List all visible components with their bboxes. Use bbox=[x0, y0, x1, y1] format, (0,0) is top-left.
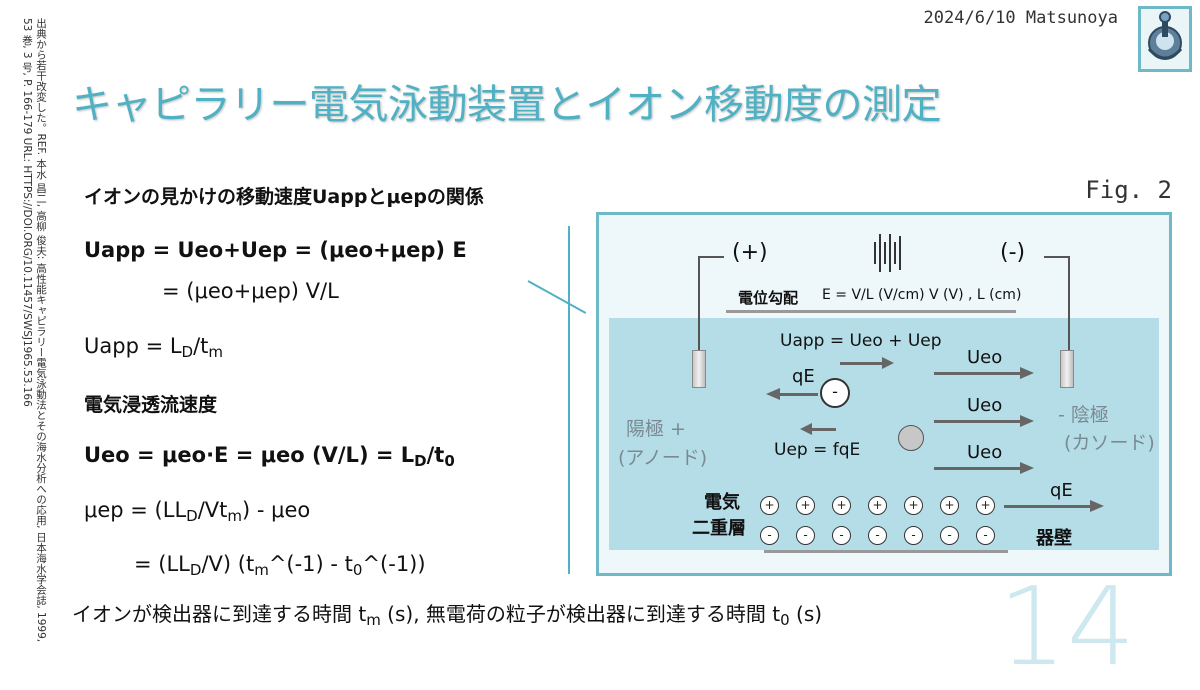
eq5-sub2: m bbox=[227, 507, 243, 525]
positive-charge: + bbox=[760, 496, 779, 515]
uep-arrow-head bbox=[800, 423, 812, 435]
equation-mu-ep-times: = (LLD/V) (tm^(-1) - t0^(-1)) bbox=[134, 552, 426, 579]
cathode-electrode bbox=[1060, 350, 1074, 388]
footer-post: (s) bbox=[789, 602, 823, 626]
qe-left-arrow-head bbox=[766, 388, 780, 400]
length-scale-bar bbox=[726, 310, 1016, 313]
anode-sublabel: (アノード) bbox=[618, 447, 708, 469]
heading-eof-velocity: 電気浸透流速度 bbox=[84, 394, 218, 416]
uapp-arrow-head bbox=[882, 357, 894, 369]
negative-charge: - bbox=[940, 526, 959, 545]
anode-wire-v bbox=[698, 256, 700, 352]
heading-velocity-relation: イオンの見かけの移動速度Uappとμepの関係 bbox=[84, 186, 484, 208]
eq3-sub1: D bbox=[181, 343, 194, 361]
eq4-pre: Ueo = μeo·E = μeo (V/L) = L bbox=[84, 443, 415, 467]
footer-note: イオンが検出器に到達する時間 tm (s), 無電荷の粒子が検出器に到達する時間… bbox=[72, 598, 822, 629]
anchor-mascot-icon bbox=[1138, 6, 1192, 72]
qe-right-arrow-line bbox=[1004, 505, 1092, 508]
eq6-mid: /V) (t bbox=[201, 552, 255, 576]
power-supply-icon bbox=[872, 232, 902, 274]
positive-charge: + bbox=[940, 496, 959, 515]
eq5-pre: μep = (LL bbox=[84, 498, 187, 522]
negative-charge: - bbox=[868, 526, 887, 545]
cathode-wire-v bbox=[1068, 256, 1070, 352]
footer-sub2: 0 bbox=[780, 611, 790, 629]
qe-right-label: qE bbox=[1050, 480, 1073, 501]
equation-uapp-vl: = (μeo+μep) V/L bbox=[162, 279, 339, 303]
eq4-sub2: 0 bbox=[444, 452, 455, 470]
negative-charge: - bbox=[904, 526, 923, 545]
ueo-label-2: Ueo bbox=[967, 395, 1003, 416]
eq3-mid: /t bbox=[193, 334, 209, 358]
eq6-sub3: 0 bbox=[352, 561, 363, 579]
wall-label: 器壁 bbox=[1036, 528, 1072, 549]
neutral-particle bbox=[898, 425, 924, 451]
eq6-sub2: m bbox=[254, 561, 269, 579]
eq3-sub2: m bbox=[208, 343, 224, 361]
eq5-sub1: D bbox=[186, 507, 198, 525]
ueo-label-3: Ueo bbox=[967, 442, 1003, 463]
negative-charge: - bbox=[760, 526, 779, 545]
ueo-arrow-1-line bbox=[934, 372, 1022, 375]
uep-arrow-line bbox=[810, 428, 836, 431]
footer-mid: (s), 無電荷の粒子が検出器に到達する時間 t bbox=[380, 602, 781, 626]
negative-charge: - bbox=[832, 526, 851, 545]
footer-pre: イオンが検出器に到達する時間 t bbox=[72, 602, 367, 626]
plus-terminal: (+) bbox=[732, 240, 768, 265]
date-author: 2024/6/10 Matsunoya bbox=[923, 8, 1118, 28]
eq4-mid: /t bbox=[426, 443, 445, 467]
divider-line bbox=[568, 226, 570, 574]
positive-charge: + bbox=[976, 496, 995, 515]
qe-left-label: qE bbox=[792, 366, 815, 387]
uep-equation-label: Uep = fqE bbox=[774, 440, 861, 460]
qe-left-arrow-line bbox=[778, 393, 818, 396]
capillary-wall bbox=[764, 550, 1008, 553]
gradient-formula: E = V/L (V/cm) V (V) , L (cm) bbox=[822, 287, 1022, 303]
equation-ueo: Ueo = μeo·E = μeo (V/L) = LD/t0 bbox=[84, 443, 455, 470]
uapp-arrow-line bbox=[840, 362, 884, 365]
ueo-arrow-2-head bbox=[1020, 415, 1034, 427]
cathode-wire-h bbox=[1044, 256, 1070, 258]
positive-charge: + bbox=[904, 496, 923, 515]
eq5-mid: /Vt bbox=[197, 498, 228, 522]
positive-charge: + bbox=[832, 496, 851, 515]
qe-right-arrow-head bbox=[1090, 500, 1104, 512]
negative-charge: - bbox=[976, 526, 995, 545]
ueo-arrow-3-line bbox=[934, 467, 1022, 470]
equation-mu-ep: μep = (LLD/Vtm) - μeo bbox=[84, 498, 310, 525]
equation-uapp-ld: Uapp = LD/tm bbox=[84, 334, 223, 361]
eq6-sub1: D bbox=[189, 561, 202, 579]
ueo-label-1: Ueo bbox=[967, 347, 1003, 368]
edl-label-2: 二重層 bbox=[692, 518, 746, 539]
source-note: 出典から若干改変した。REF. 本水 昌二, 高柳 俊夫: 高性能キャピラリー電… bbox=[21, 18, 47, 643]
anode-wire-h bbox=[698, 256, 724, 258]
eq3-pre: Uapp = L bbox=[84, 334, 182, 358]
cathode-sublabel: (カソード) bbox=[1064, 432, 1155, 454]
cathode-label: - 陰極 bbox=[1058, 404, 1109, 426]
positive-charge: + bbox=[796, 496, 815, 515]
eq6-mid2: ^(-1) - t bbox=[268, 552, 353, 576]
eq5-post: ) - μeo bbox=[242, 498, 311, 522]
ueo-arrow-1-head bbox=[1020, 367, 1034, 379]
connector-line bbox=[527, 280, 587, 314]
eq6-post: ^(-1)) bbox=[362, 552, 426, 576]
minus-terminal: (-) bbox=[1000, 240, 1026, 265]
page-title: キャピラリー電気泳動装置とイオン移動度の測定 bbox=[72, 82, 942, 128]
positive-charge: + bbox=[868, 496, 887, 515]
ueo-arrow-2-line bbox=[934, 420, 1022, 423]
anode-label: 陽極 + bbox=[626, 418, 686, 440]
footer-sub1: m bbox=[366, 611, 381, 629]
figure-label: Fig. 2 bbox=[1085, 176, 1172, 204]
edl-label-1: 電気 bbox=[704, 492, 740, 513]
anion-particle: - bbox=[820, 378, 850, 408]
eq4-sub1: D bbox=[414, 452, 427, 470]
eq6-pre: = (LL bbox=[134, 552, 190, 576]
ueo-arrow-3-head bbox=[1020, 462, 1034, 474]
uapp-equation-label: Uapp = Ueo + Uep bbox=[780, 331, 942, 351]
page-number: 14 bbox=[998, 565, 1136, 690]
equation-uapp: Uapp = Ueo+Uep = (μeo+μep) E bbox=[84, 238, 467, 262]
anode-electrode bbox=[692, 350, 706, 388]
gradient-label: 電位勾配 bbox=[738, 289, 799, 307]
negative-charge: - bbox=[796, 526, 815, 545]
